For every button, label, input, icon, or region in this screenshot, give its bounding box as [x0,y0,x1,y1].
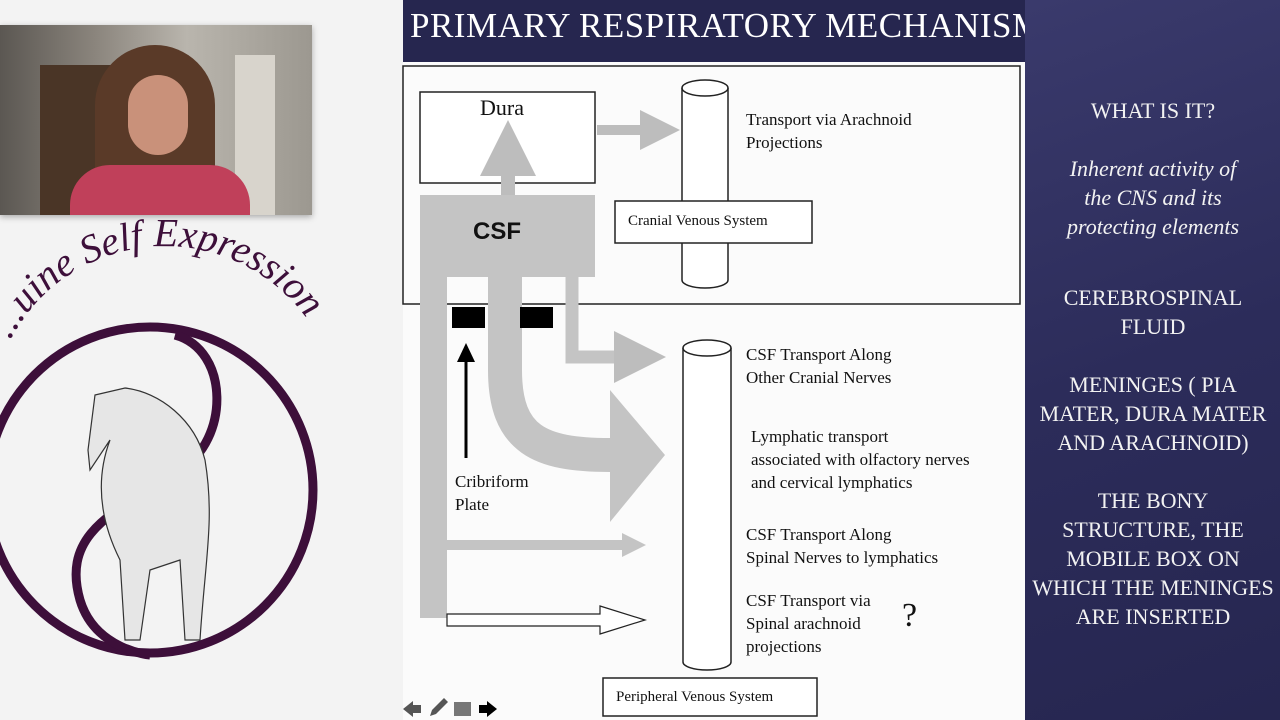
menu-icon [454,702,471,716]
cribriform-block-left [452,307,485,328]
csf-block [420,195,595,277]
panel-item-csf: CEREBROSPINAL FLUID [1063,285,1243,339]
cranial-venous-label: Cranial Venous System [628,213,768,229]
cranial-venous-box [614,200,813,244]
csf-spinal-nerves-label: CSF Transport Along Spinal Nerves to lym… [746,525,939,567]
webcam-video [0,25,312,215]
slide-title-bar [403,0,1025,62]
panel-heading: WHAT IS IT? [1090,98,1216,123]
pen-icon [430,698,448,716]
panel-item-bony: THE BONY STRUCTURE, THE MOBILE BOX ON WH… [1032,488,1274,629]
dura-label: Dura [480,95,524,120]
csf-diagram [402,65,1021,717]
slide-title: PRIMARY RESPIRATORY MECHANISM [410,6,1044,45]
peripheral-venous-label: Peripheral Venous System [616,689,774,705]
horse-illustration [87,387,210,641]
arrow-lymphatic [488,277,611,472]
arrow-cranial-nerves [565,277,666,383]
cranial-box [402,65,1021,305]
presenter-shirt [70,165,250,215]
spinal-csf-column [420,277,447,618]
csf-label: CSF [473,218,521,245]
arrow-spinal-arachnoid [446,605,648,635]
presenter-face [128,75,188,155]
lymphatic-label: Lymphatic transport associated with olfa… [751,427,970,492]
right-panel: WHAT IS IT? Inherent activity of the CNS… [1025,0,1280,720]
question-mark: ? [902,597,918,634]
panel-definition: Inherent activity of the CNS and its pro… [1066,156,1240,239]
logo: ...uine Self Expression [0,210,335,660]
cribriform-label: Cribriform Plate [455,472,529,514]
panel-item-meninges: MENINGES ( PIA MATER, DURA MATER AND ARA… [1039,372,1267,455]
csf-spinal-arachnoid-label: CSF Transport via Spinal arachnoid proje… [746,591,871,656]
transport-arachnoid-label: Transport via Arachnoid Projections [746,110,912,152]
prev-arrow-icon [403,701,421,717]
slide-nav-controls [403,698,497,717]
cranial-venous-cylinder [681,79,729,289]
csf-cranial-nerves-label: CSF Transport Along Other Cranial Nerves [746,345,892,387]
peripheral-venous-box [602,677,818,717]
peripheral-venous-cylinder [682,339,732,671]
cribriform-block-right [520,307,553,328]
next-arrow-icon [479,701,497,717]
